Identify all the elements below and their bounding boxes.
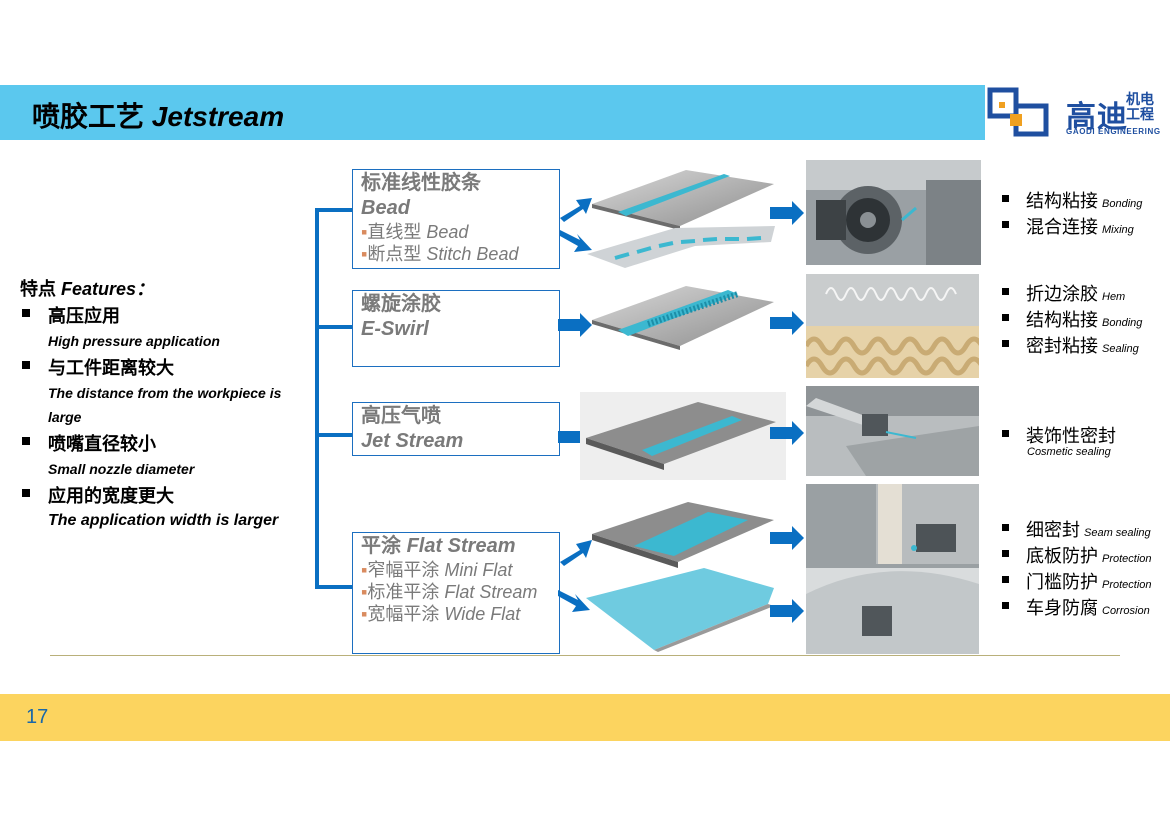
arrow-right-icon <box>770 201 804 225</box>
sub-bullet-icon: ▪ <box>361 244 368 264</box>
application-item: 装饰性密封 <box>1000 422 1116 448</box>
title-cn: 喷胶工艺 <box>32 101 145 132</box>
bullet-icon <box>1002 430 1009 437</box>
jetstream-plate-image <box>580 392 786 480</box>
arrow-right-icon <box>558 313 592 337</box>
bead-plate-image <box>592 170 774 230</box>
wide-flat-plate-image <box>586 568 774 652</box>
company-logo: 高迪 机电工程 GAODI ENGINEERING <box>986 80 1170 140</box>
bullet-icon <box>1002 314 1009 321</box>
logo-name-side: 机电工程 <box>1126 91 1154 122</box>
logo-name-en: GAODI ENGINEERING <box>1066 127 1161 136</box>
footer-bar <box>0 694 1170 741</box>
bullet-icon <box>1002 576 1009 583</box>
feature-item: 应用的宽度更大 The application width is larger <box>20 483 310 533</box>
bullet-icon <box>22 309 30 317</box>
page-title: 喷胶工艺 Jetstream <box>32 95 284 135</box>
sub-bullet-icon: ▪ <box>361 222 368 242</box>
bullet-icon <box>1002 602 1009 609</box>
arrow-right-icon <box>770 526 804 550</box>
eswirl-plate-image <box>592 286 774 350</box>
cosmetic-sealing-photo <box>806 386 979 476</box>
stitch-bead-plate-image <box>587 226 775 268</box>
bullet-icon <box>22 361 30 369</box>
arrow-right-icon <box>770 599 804 623</box>
tree-branch <box>315 325 352 329</box>
bullet-icon <box>1002 524 1009 531</box>
category-eswirl: 螺旋涂胶 E-Swirl <box>352 290 560 367</box>
flatstream-plate-image <box>592 502 774 568</box>
title-bar <box>0 85 985 140</box>
category-bead: 标准线性胶条 Bead ▪直线型 Bead ▪断点型 Stitch Bead <box>352 169 560 269</box>
bullet-icon <box>1002 221 1009 228</box>
sub-bullet-icon: ▪ <box>361 560 368 580</box>
features-panel: 特点 Features： 高压应用 High pressure applicat… <box>20 275 310 533</box>
bullet-icon <box>1002 550 1009 557</box>
bullet-icon <box>1002 195 1009 202</box>
arrow-right-icon <box>770 311 804 335</box>
hem-photo <box>806 274 979 378</box>
arrow-right-icon <box>560 198 592 222</box>
page-number: 17 <box>26 706 49 728</box>
logo-mark-icon <box>987 87 1049 137</box>
arrow-right-icon <box>560 230 592 252</box>
title-en: Jetstream <box>151 101 285 132</box>
tree-branch <box>315 433 352 437</box>
sub-bullet-icon: ▪ <box>361 582 368 602</box>
arrow-right-icon <box>770 421 804 445</box>
divider <box>50 655 1120 656</box>
tree-trunk <box>315 208 319 588</box>
bonding-photo <box>806 160 981 265</box>
tree-branch <box>315 585 352 589</box>
seam-sealing-photo <box>806 484 979 654</box>
tree-branch <box>315 208 352 212</box>
features-heading: 特点 Features： <box>20 279 155 299</box>
sub-bullet-icon: ▪ <box>361 604 368 624</box>
feature-item: 喷嘴直径较小 Small nozzle diameter <box>20 431 310 481</box>
arrow-right-icon <box>560 540 592 566</box>
bullet-icon <box>1002 288 1009 295</box>
bullet-icon <box>22 437 30 445</box>
applications-group-3: 装饰性密封 Cosmetic sealing <box>1000 422 1116 458</box>
feature-item: 与工件距离较大 The distance from the workpiece … <box>20 355 310 429</box>
logo-name-cn: 高迪 <box>1066 101 1128 134</box>
category-jetstream: 高压气喷 Jet Stream <box>352 402 560 456</box>
bullet-icon <box>22 489 30 497</box>
category-flatstream: 平涂 Flat Stream ▪窄幅平涂 Mini Flat ▪标准平涂 Fla… <box>352 532 560 654</box>
arrow-right-icon <box>558 590 590 612</box>
feature-item: 高压应用 High pressure application <box>20 303 310 353</box>
bullet-icon <box>1002 340 1009 347</box>
